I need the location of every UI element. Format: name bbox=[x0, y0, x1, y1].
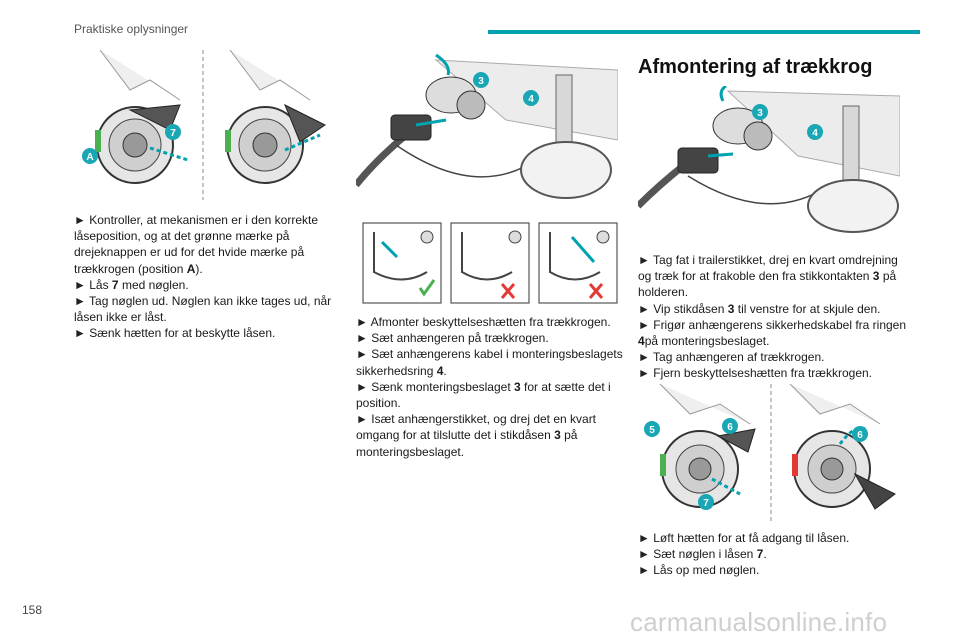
svg-text:7: 7 bbox=[703, 498, 709, 509]
callout-3-fig2: 3 bbox=[473, 72, 489, 88]
svg-text:6: 6 bbox=[727, 422, 733, 433]
figure-socket-removal: 3 4 bbox=[638, 86, 900, 236]
callout-4-fig2: 4 bbox=[523, 90, 539, 106]
column3-text-bottom: ► Løft hætten for at få adgang til låsen… bbox=[638, 530, 910, 579]
callout-A: A bbox=[82, 148, 98, 164]
column1-item: ► Kontroller, at mekanismen er i den kor… bbox=[74, 213, 319, 276]
callout-7-fig1: 7 bbox=[165, 124, 181, 140]
cable-option-correct bbox=[362, 222, 442, 304]
running-header: Praktiske oplysninger bbox=[74, 22, 189, 36]
column3-item: ► Løft hætten for at få adgang til låsen… bbox=[638, 531, 850, 545]
svg-text:A: A bbox=[86, 152, 93, 163]
column2-item: ► Sænk monteringsbeslaget 3 for at sætte… bbox=[356, 379, 611, 411]
column2-item: ► Isæt anhængerstikket, og drej det en k… bbox=[356, 412, 597, 459]
svg-text:5: 5 bbox=[649, 425, 655, 436]
column1-text: ► Kontroller, at mekanismen er i den kor… bbox=[74, 212, 344, 342]
callout-6-right: 6 bbox=[852, 426, 868, 442]
watermark: carmanualsonline.info bbox=[630, 607, 888, 637]
section-title: Afmontering af trækkrog bbox=[638, 56, 873, 78]
callout-7-fig4: 7 bbox=[698, 494, 714, 510]
page-number: 158 bbox=[22, 603, 43, 617]
column1-item: ► Lås 7 med nøglen. bbox=[74, 277, 189, 292]
column3-text: ► Tag fat i trailerstikket, drej en kvar… bbox=[638, 252, 910, 382]
svg-text:4: 4 bbox=[812, 128, 818, 139]
column2-item: ► Afmonter beskyttelseshætten fra trækkr… bbox=[356, 315, 611, 329]
column3-item: ► Lås op med nøglen. bbox=[638, 563, 760, 578]
column2-item: ► Sæt anhængeren på trækkrogen. bbox=[356, 331, 549, 346]
header-accent-bar bbox=[488, 30, 920, 34]
svg-text:7: 7 bbox=[170, 128, 176, 139]
cable-option-wrong-2 bbox=[538, 222, 618, 304]
svg-text:3: 3 bbox=[757, 108, 763, 119]
svg-text:3: 3 bbox=[478, 76, 484, 87]
svg-text:4: 4 bbox=[528, 94, 534, 105]
callout-5: 5 bbox=[644, 421, 660, 437]
callout-3-fig3: 3 bbox=[752, 104, 768, 120]
figure-cable-routing-options bbox=[362, 222, 620, 304]
figure-unlock: 5 6 7 6 bbox=[640, 384, 902, 524]
column2-text: ► Afmonter beskyttelseshætten fra trækkr… bbox=[356, 314, 628, 460]
column1-item: ► Tag nøglen ud. Nøglen kan ikke tages u… bbox=[74, 294, 332, 325]
figure-socket-connection: 3 4 bbox=[356, 50, 618, 200]
column3-item: ► Frigør anhængerens sikkerhedskabel fra… bbox=[638, 317, 907, 349]
cable-option-wrong-1 bbox=[450, 222, 530, 304]
callout-6-left: 6 bbox=[722, 418, 738, 434]
column3-item: ► Tag fat i trailerstikket, drej en kvar… bbox=[638, 253, 898, 300]
column3-item: ► Vip stikdåsen 3 til venstre for at skj… bbox=[638, 301, 881, 316]
column3-item: ► Fjern beskyttelseshætten fra trækkroge… bbox=[638, 366, 872, 381]
figure-lock-mechanism: 7 A bbox=[70, 50, 336, 200]
column2-item: ► Sæt anhængerens kabel i monteringsbesl… bbox=[356, 347, 623, 378]
svg-text:6: 6 bbox=[857, 430, 863, 441]
callout-4-fig3: 4 bbox=[807, 124, 823, 140]
column1-item: ► Sænk hætten for at beskytte låsen. bbox=[74, 326, 276, 341]
column3-item: ► Sæt nøglen i låsen 7. bbox=[638, 547, 767, 562]
column3-item: ► Tag anhængeren af trækkrogen. bbox=[638, 350, 825, 365]
